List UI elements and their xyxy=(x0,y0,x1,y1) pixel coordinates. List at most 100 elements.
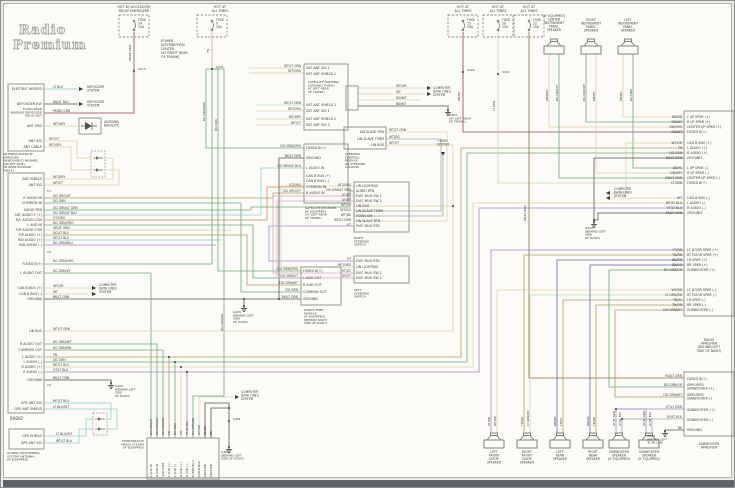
label: DB/YL xyxy=(673,166,682,170)
label: GROUND xyxy=(306,156,321,160)
label: TN/OR xyxy=(592,417,596,427)
label: SAT ANT SHIELD 2 xyxy=(306,117,336,121)
label: DB/LT GRN xyxy=(665,176,682,180)
label: HORN SW xyxy=(356,214,373,218)
subwoofer-amplifier-box xyxy=(683,371,734,437)
system-reference-arrow-icon xyxy=(427,86,432,90)
wire-52 xyxy=(268,225,354,262)
label: L AUD IN xyxy=(27,223,42,227)
label: SAT ANT SIG 2 xyxy=(306,123,330,127)
wire-20 xyxy=(205,68,304,149)
fuse3-box xyxy=(447,14,479,38)
label: GY/VT xyxy=(342,274,351,278)
label: DG GRN/ORG xyxy=(53,221,74,225)
label: EVIC MUX SW 1 xyxy=(356,271,382,275)
label: CAN B BUS (-) xyxy=(19,292,42,296)
label: LIN SLAVE RTN xyxy=(360,130,385,134)
splice-dot xyxy=(462,71,464,73)
label: TN xyxy=(206,49,210,54)
label: AUDIO RTN xyxy=(356,189,375,193)
label: DG GRN/OR xyxy=(664,268,683,272)
label: TN xyxy=(52,353,58,357)
label: AUD COM xyxy=(161,462,165,477)
label: WT/LT BLU xyxy=(53,399,69,403)
wire-44 xyxy=(44,408,118,430)
label: LT BLU xyxy=(53,85,63,89)
label: RT DOOR SPKR (-) xyxy=(687,293,717,297)
label: GPS ANT SIG xyxy=(21,441,43,445)
splice-dot xyxy=(278,298,280,300)
label: VT/ORG xyxy=(289,183,302,187)
label: R AUDIO (-) xyxy=(23,370,42,374)
speaker-icon xyxy=(519,435,535,441)
wire-78 xyxy=(594,212,684,221)
wire-86 xyxy=(595,304,684,433)
wire-77 xyxy=(593,157,684,220)
label: FUSED B(+) xyxy=(306,146,326,150)
label: C1 xyxy=(47,189,51,193)
label: WT/LT GRN xyxy=(284,101,302,105)
label: R AUD (-) xyxy=(185,464,189,477)
label: LF DOOR SPKR (-) xyxy=(687,288,716,292)
label: GPS SHIELD xyxy=(22,434,42,438)
wire-91 xyxy=(621,418,684,433)
fuse1-box xyxy=(118,14,150,38)
splice-dot xyxy=(615,408,617,410)
fuse-icon xyxy=(527,28,531,32)
label: GROUND xyxy=(27,297,42,301)
label: FUSED B(+) xyxy=(687,130,707,134)
label: GY/LT BLU xyxy=(648,412,652,426)
speaker-icon xyxy=(583,41,599,47)
label: DG GRN/LT BLU xyxy=(277,164,301,168)
label: LT GRN/RD xyxy=(526,410,530,426)
splice-dot xyxy=(186,371,188,373)
label: WT/LT BLU xyxy=(53,363,69,367)
label: COMMON OUT xyxy=(303,290,328,294)
label: DG GRN/VT xyxy=(280,274,298,278)
fuse-element-icon xyxy=(211,21,215,30)
fuse2-box xyxy=(196,14,228,38)
splice-dot xyxy=(243,298,245,300)
splice-dot xyxy=(174,361,176,363)
speaker-icon xyxy=(582,439,604,449)
fuse-element-icon xyxy=(528,21,532,30)
label: R AUDIO IN xyxy=(306,191,325,195)
label: TN/RD xyxy=(520,416,524,427)
label: R AUDIO (+) xyxy=(22,365,43,369)
label: RT DOOR SPKR (+) xyxy=(687,253,718,257)
system-reference-arrow-icon xyxy=(427,92,432,96)
label: ANT CABLE xyxy=(23,145,42,149)
label: LT GRN xyxy=(671,181,683,185)
wire-81 xyxy=(523,254,684,433)
label: R AUD (+) xyxy=(179,462,183,477)
wire-21 xyxy=(212,68,301,272)
label: ANT GRD xyxy=(27,124,43,128)
speaker-icon xyxy=(585,435,601,441)
label: CENTER I/P SPKR (+) xyxy=(687,125,721,129)
label: SAT ANT SIG 1 xyxy=(306,66,330,70)
label: DG GRN/WT xyxy=(663,393,682,397)
label: SUBWOOFER (-) xyxy=(687,418,713,422)
speaker-icon xyxy=(486,435,502,441)
label: SUBWOOFER (-) xyxy=(687,308,713,312)
label: BK/LT GRN xyxy=(285,154,302,158)
label: VT/GY xyxy=(342,269,351,273)
fuse-icon xyxy=(210,19,214,23)
label: CAN B BUS (-) xyxy=(306,179,329,183)
